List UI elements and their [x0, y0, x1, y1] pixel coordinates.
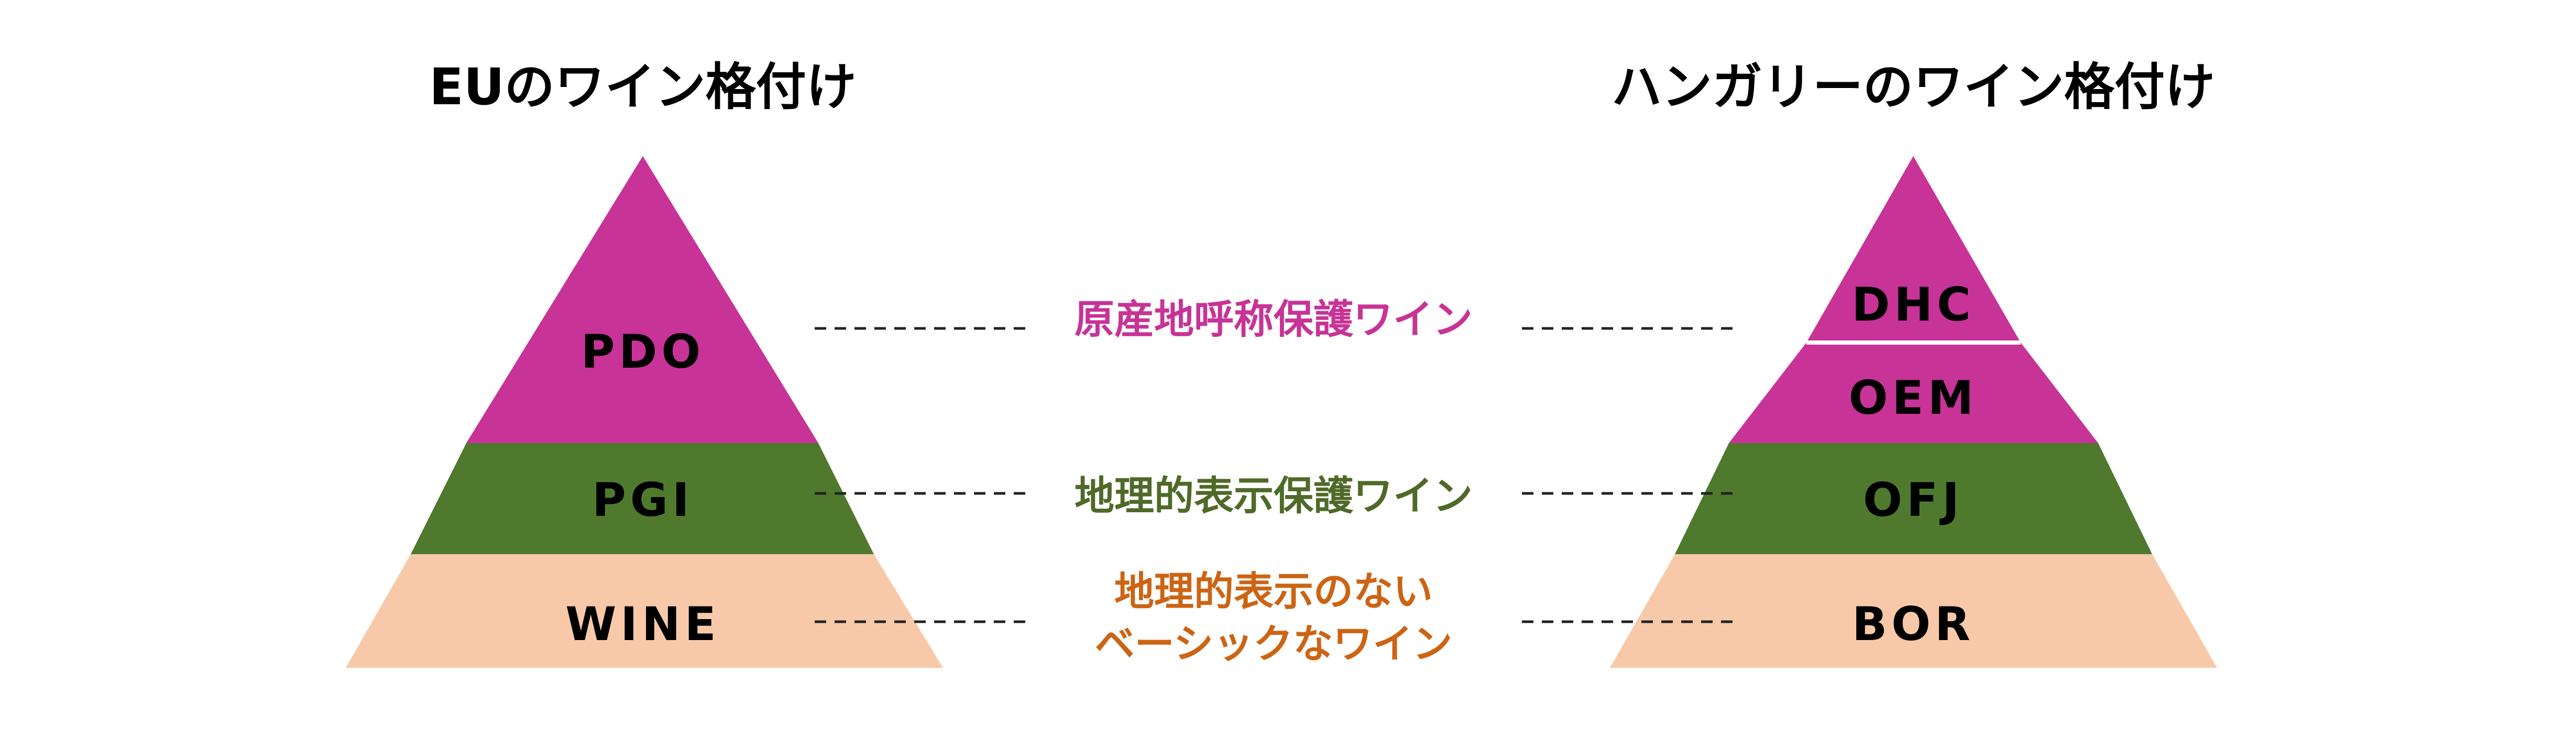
eu-wine-band: [346, 554, 943, 668]
eu-tier-label-wine: WINE: [565, 597, 720, 651]
pgi-description: 地理的表示保護ワイン: [1075, 470, 1473, 522]
hungary-title: ハンガリーのワイン格付け: [1612, 58, 2215, 116]
hungary-pyramid: DHC OEM OFJ BOR: [1610, 156, 2217, 668]
wine-description-line1: 地理的表示のない: [1114, 568, 1433, 615]
eu-pgi-band: [411, 443, 874, 554]
hu-bor-band: [1610, 554, 2217, 668]
eu-tier-label-pgi: PGI: [592, 473, 693, 527]
eu-title: EUのワイン格付け: [429, 58, 857, 116]
wine-description: 地理的表示のない ベーシックなワイン: [1095, 566, 1452, 671]
eu-pdo-band: [466, 156, 818, 443]
wine-description-line2: ベーシックなワイン: [1094, 621, 1453, 667]
hu-tier-label-oem: OEM: [1849, 371, 1978, 425]
eu-tier-label-pdo: PDO: [581, 325, 705, 379]
pgi-description-text: 地理的表示保護ワイン: [1075, 472, 1473, 519]
hu-tier-label-ofj: OFJ: [1863, 473, 1964, 527]
hu-oem-band: [1729, 343, 2098, 443]
hu-tier-label-dhc: DHC: [1851, 278, 1975, 332]
pdo-description-text: 原産地呼称保護ワイン: [1075, 295, 1473, 343]
hu-dhc-band: [1806, 156, 2021, 343]
hu-tier-label-bor: BOR: [1852, 597, 1975, 651]
hu-ofj-band: [1675, 443, 2152, 554]
pdo-description: 原産地呼称保護ワイン: [1075, 293, 1473, 346]
connector-lines: [815, 327, 1733, 623]
eu-pyramid: PDO PGI WINE: [346, 156, 943, 668]
